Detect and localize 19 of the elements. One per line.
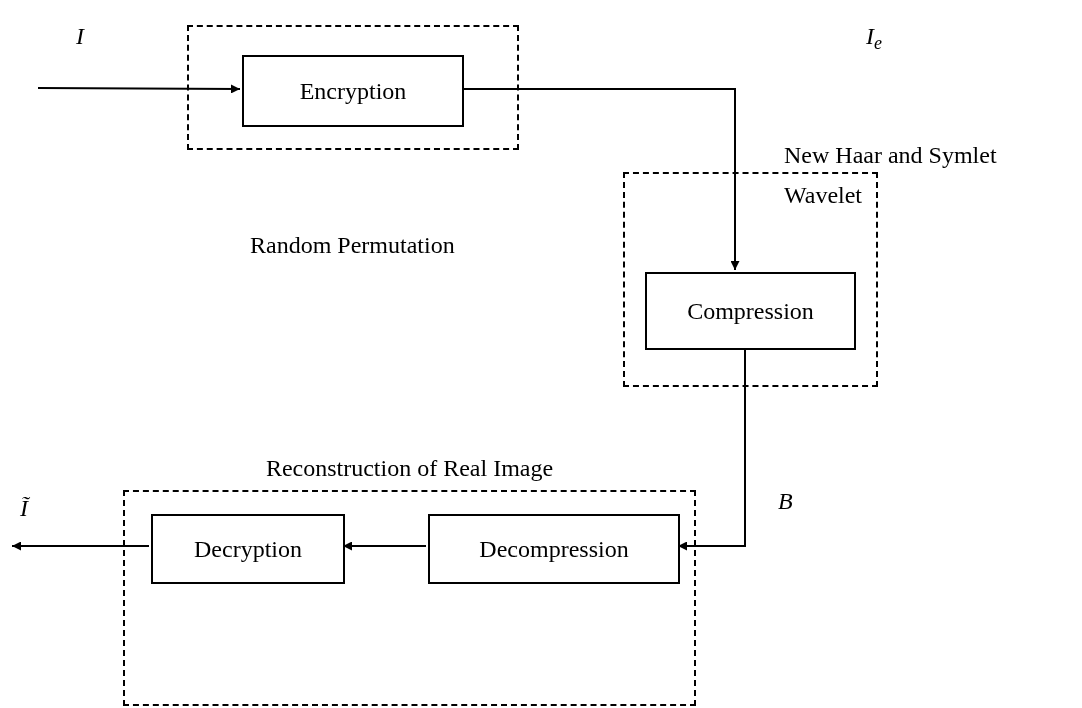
process-box	[428, 514, 680, 584]
signal-symbol: I	[76, 22, 84, 51]
signal-symbol: Ĩ	[20, 494, 28, 523]
signal-symbol: B	[778, 487, 793, 516]
process-box	[242, 55, 464, 127]
arrow	[37, 84, 241, 94]
dashed-group-frame	[623, 172, 878, 387]
process-box	[645, 272, 856, 350]
group-caption: New Haar and Symlet Wavelet	[784, 141, 998, 210]
box-label: Decompression	[479, 535, 629, 564]
box-label: Compression	[687, 297, 814, 326]
box-label: Decryption	[194, 535, 302, 564]
group-heading: Reconstruction of Real Image	[264, 454, 555, 483]
signal-symbol: I$_{e}$	[866, 22, 882, 54]
arrow	[11, 541, 150, 551]
group-caption: Random Permutation	[250, 231, 456, 260]
dashed-group-frame	[187, 25, 519, 150]
process-box	[151, 514, 345, 584]
box-label: Encryption	[299, 77, 407, 106]
